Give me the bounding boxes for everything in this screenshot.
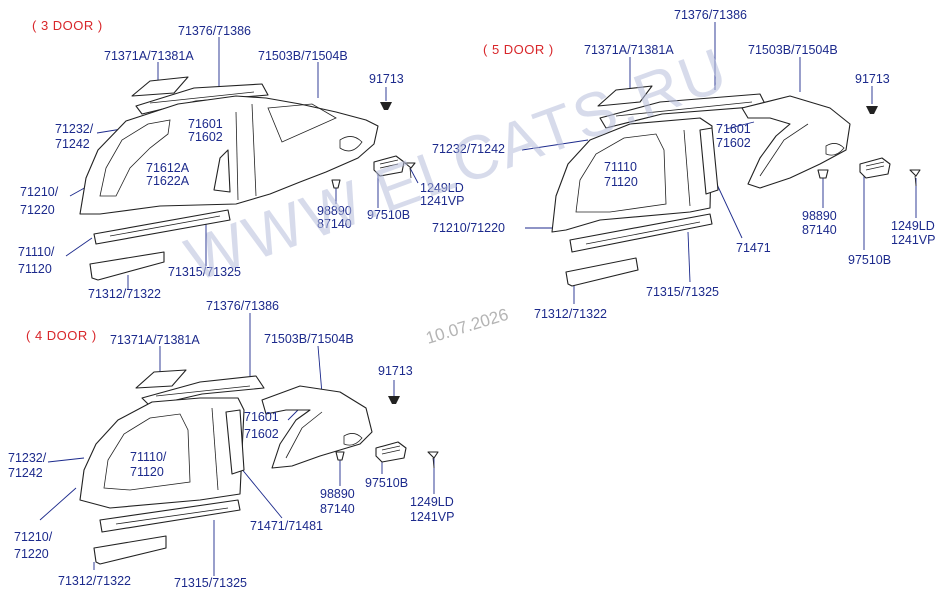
label-quarter-inner-b: 71602 — [716, 136, 751, 150]
label-quarter-panel: 71503B/71504B — [264, 332, 354, 346]
label-front-pillar-a: 71210/ — [20, 185, 59, 199]
label-a-pillar-lower: 71242 — [8, 466, 43, 480]
label-grommet-a: 98890 — [802, 209, 837, 223]
label-sill-inner: 71312/71322 — [88, 287, 161, 301]
label-side-outer-a: 71110 — [604, 160, 637, 174]
roof-rail-front-4-door — [135, 369, 187, 389]
section-5-door: ( 5 DOOR ) — [432, 8, 935, 321]
label-grommet-a: 98890 — [320, 487, 355, 501]
clip-3-door — [380, 102, 392, 110]
b-pillar-5-door — [699, 127, 719, 195]
roof-rail-front-5-door — [597, 85, 653, 107]
label-quarter-panel: 71503B/71504B — [258, 49, 348, 63]
labels-5-door: 71376/71386 71371A/71381A 71503B/71504B … — [432, 8, 935, 321]
grommet-3-door — [331, 179, 341, 189]
label-bolt-b: 1241VP — [891, 233, 935, 247]
label-vent: 97510B — [367, 208, 410, 222]
section-title-4-door: ( 4 DOOR ) — [26, 328, 97, 343]
label-a-pillar: 71232/71242 — [432, 142, 505, 156]
label-clip: 91713 — [369, 72, 404, 86]
label-roof-rail-top: 71376/71386 — [178, 24, 251, 38]
label-quarter-inner-b: 71602 — [188, 130, 223, 144]
label-quarter-panel: 71503B/71504B — [748, 43, 838, 57]
parts-4-door — [79, 369, 439, 565]
label-side-outer-b: 71120 — [604, 175, 638, 189]
labels-4-door: 71376/71386 71371A/71381A 71503B/71504B … — [8, 299, 454, 590]
sill-outer-3-door — [93, 209, 231, 245]
label-roof-rail-top: 71376/71386 — [674, 8, 747, 22]
label-a-pillar-lower: 71242 — [55, 137, 90, 151]
roof-rail-front-3-door — [131, 76, 189, 97]
label-a-pillar-upper: 71232/ — [55, 122, 94, 136]
label-grommet-a: 98890 — [317, 204, 352, 218]
side-outer-3-door — [79, 95, 379, 215]
clip-4-door — [388, 396, 400, 404]
label-quarter-inner-a: 71601 — [188, 117, 223, 131]
quarter-panel-4-door — [261, 385, 373, 469]
label-front-pillar-b: 71220 — [20, 203, 55, 217]
label-b-pillar: 71471/71481 — [250, 519, 323, 533]
label-side-outer-b: 71120 — [18, 262, 52, 276]
quarter-panel-5-door — [741, 95, 851, 189]
label-front-pillar-a: 71210/ — [14, 530, 53, 544]
section-4-door: ( 4 DOOR ) — [8, 299, 454, 590]
label-grommet-b: 87140 — [320, 502, 355, 516]
label-clip: 91713 — [378, 364, 413, 378]
label-sill-outer: 71315/71325 — [174, 576, 247, 590]
label-b-pillar-b: 71622A — [146, 174, 190, 188]
bolt-5-door — [909, 169, 921, 177]
label-a-pillar-upper: 71232/ — [8, 451, 47, 465]
label-side-outer-a: 71110/ — [130, 450, 167, 464]
label-sill-outer: 71315/71325 — [646, 285, 719, 299]
label-grommet-b: 87140 — [317, 217, 352, 231]
label-sill-inner: 71312/71322 — [534, 307, 607, 321]
label-sill-outer: 71315/71325 — [168, 265, 241, 279]
sill-inner-4-door — [93, 535, 167, 565]
label-b-pillar-a: 71612A — [146, 161, 190, 175]
sill-inner-5-door — [565, 257, 639, 287]
bolt-4-door — [427, 451, 439, 459]
leader-lines-4-door — [39, 313, 435, 576]
label-sill-inner: 71312/71322 — [58, 574, 131, 588]
clip-5-door — [866, 106, 878, 114]
label-roof-rail-front: 71371A/71381A — [104, 49, 194, 63]
label-side-outer-a: 71110/ — [18, 245, 55, 259]
side-outer-4-door — [79, 397, 245, 509]
label-grommet-b: 87140 — [802, 223, 837, 237]
side-outer-5-door — [551, 117, 713, 233]
parts-3-door — [79, 76, 416, 281]
label-quarter-inner-a: 71601 — [244, 410, 279, 424]
parts-5-door — [551, 85, 921, 287]
labels-3-door: 71376/71386 71371A/71381A 71503B/71504B … — [18, 24, 464, 301]
label-quarter-inner-a: 71601 — [716, 122, 751, 136]
label-bolt-b: 1241VP — [420, 194, 464, 208]
label-vent: 97510B — [365, 476, 408, 490]
label-side-outer-b: 71120 — [130, 465, 164, 479]
label-bolt-a: 1249LD — [420, 181, 464, 195]
section-title-3-door: ( 3 DOOR ) — [32, 18, 103, 33]
bolt-3-door — [404, 162, 416, 169]
grommet-4-door — [335, 451, 345, 461]
label-front-pillar-b: 71220 — [14, 547, 49, 561]
label-bolt-b: 1241VP — [410, 510, 454, 524]
label-quarter-inner-b: 71602 — [244, 427, 279, 441]
section-title-5-door: ( 5 DOOR ) — [483, 42, 554, 57]
label-front-pillar: 71210/71220 — [432, 221, 505, 235]
b-pillar-4-door — [225, 409, 245, 475]
label-bolt-a: 1249LD — [410, 495, 454, 509]
label-roof-rail-top: 71376/71386 — [206, 299, 279, 313]
b-pillar-3-door — [213, 149, 231, 193]
label-vent: 97510B — [848, 253, 891, 267]
label-roof-rail-front: 71371A/71381A — [584, 43, 674, 57]
section-3-door: ( 3 DOOR ) — [18, 18, 464, 301]
grommet-5-door — [817, 169, 829, 179]
label-bolt-a: 1249LD — [891, 219, 935, 233]
label-clip: 91713 — [855, 72, 890, 86]
sill-inner-3-door — [89, 251, 165, 281]
date-stamp: 10.07.2026 — [424, 305, 511, 348]
label-roof-rail-front: 71371A/71381A — [110, 333, 200, 347]
label-b-pillar: 71471 — [736, 241, 771, 255]
